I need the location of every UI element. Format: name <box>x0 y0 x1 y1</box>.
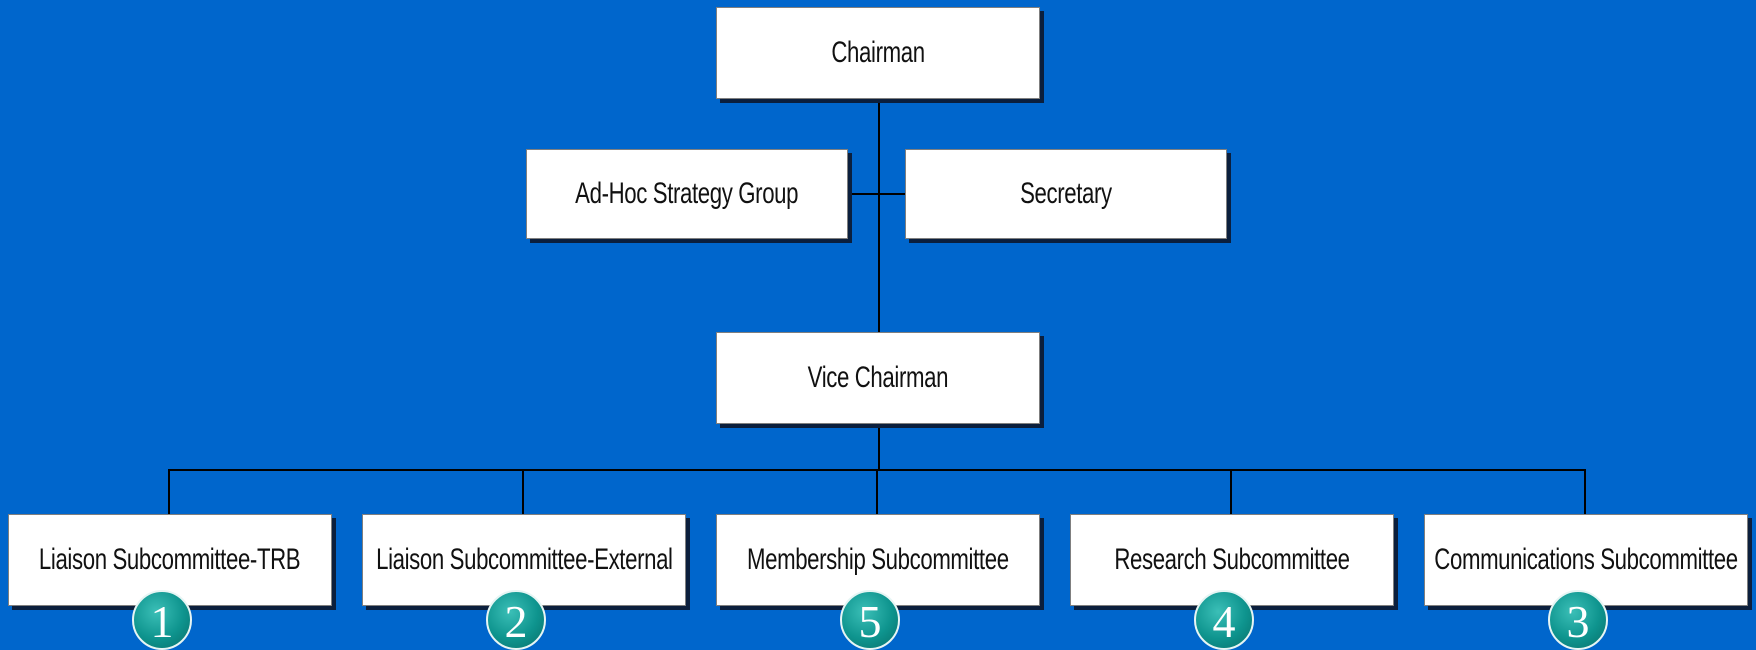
connector-drop-5 <box>1584 469 1586 514</box>
badge-number: 1 <box>150 596 174 647</box>
chairman-label: Chairman <box>831 36 925 69</box>
connector-drop-1 <box>168 469 170 514</box>
ad-hoc-strategy-group-box: Ad-Hoc Strategy Group <box>526 149 848 239</box>
number-badge-4: 4 <box>1194 590 1254 650</box>
number-badge-2: 2 <box>486 590 546 650</box>
subcommittee-label: Research Subcommittee <box>1114 543 1350 576</box>
number-badge-3: 3 <box>1548 590 1608 650</box>
connector-chairman-to-vice <box>878 102 880 332</box>
subcommittee-label: Membership Subcommittee <box>747 543 1009 576</box>
number-badge-5: 5 <box>840 590 900 650</box>
secretary-label: Secretary <box>1020 177 1112 210</box>
badge-number: 2 <box>504 596 528 647</box>
badge-number: 5 <box>858 596 882 647</box>
connector-vice-to-bus <box>878 424 880 470</box>
subcommittee-label: Communications Subcommittee <box>1434 543 1738 576</box>
subcommittee-label: Liaison Subcommittee-External <box>375 543 673 576</box>
subcommittee-box-2: Liaison Subcommittee-External <box>362 514 686 606</box>
vice-chairman-label: Vice Chairman <box>807 361 949 394</box>
connector-drop-3 <box>876 469 878 514</box>
ad-hoc-strategy-group-label: Ad-Hoc Strategy Group <box>575 177 799 210</box>
number-badge-1: 1 <box>132 590 192 650</box>
chairman-box: Chairman <box>716 7 1040 99</box>
badge-number: 3 <box>1566 596 1590 647</box>
secretary-box: Secretary <box>905 149 1227 239</box>
badge-number: 4 <box>1212 596 1236 647</box>
connector-drop-2 <box>522 469 524 514</box>
connector-drop-4 <box>1230 469 1232 514</box>
vice-chairman-box: Vice Chairman <box>716 332 1040 424</box>
connector-adhoc-secretary <box>850 193 905 195</box>
subcommittee-label: Liaison Subcommittee-TRB <box>39 543 301 576</box>
